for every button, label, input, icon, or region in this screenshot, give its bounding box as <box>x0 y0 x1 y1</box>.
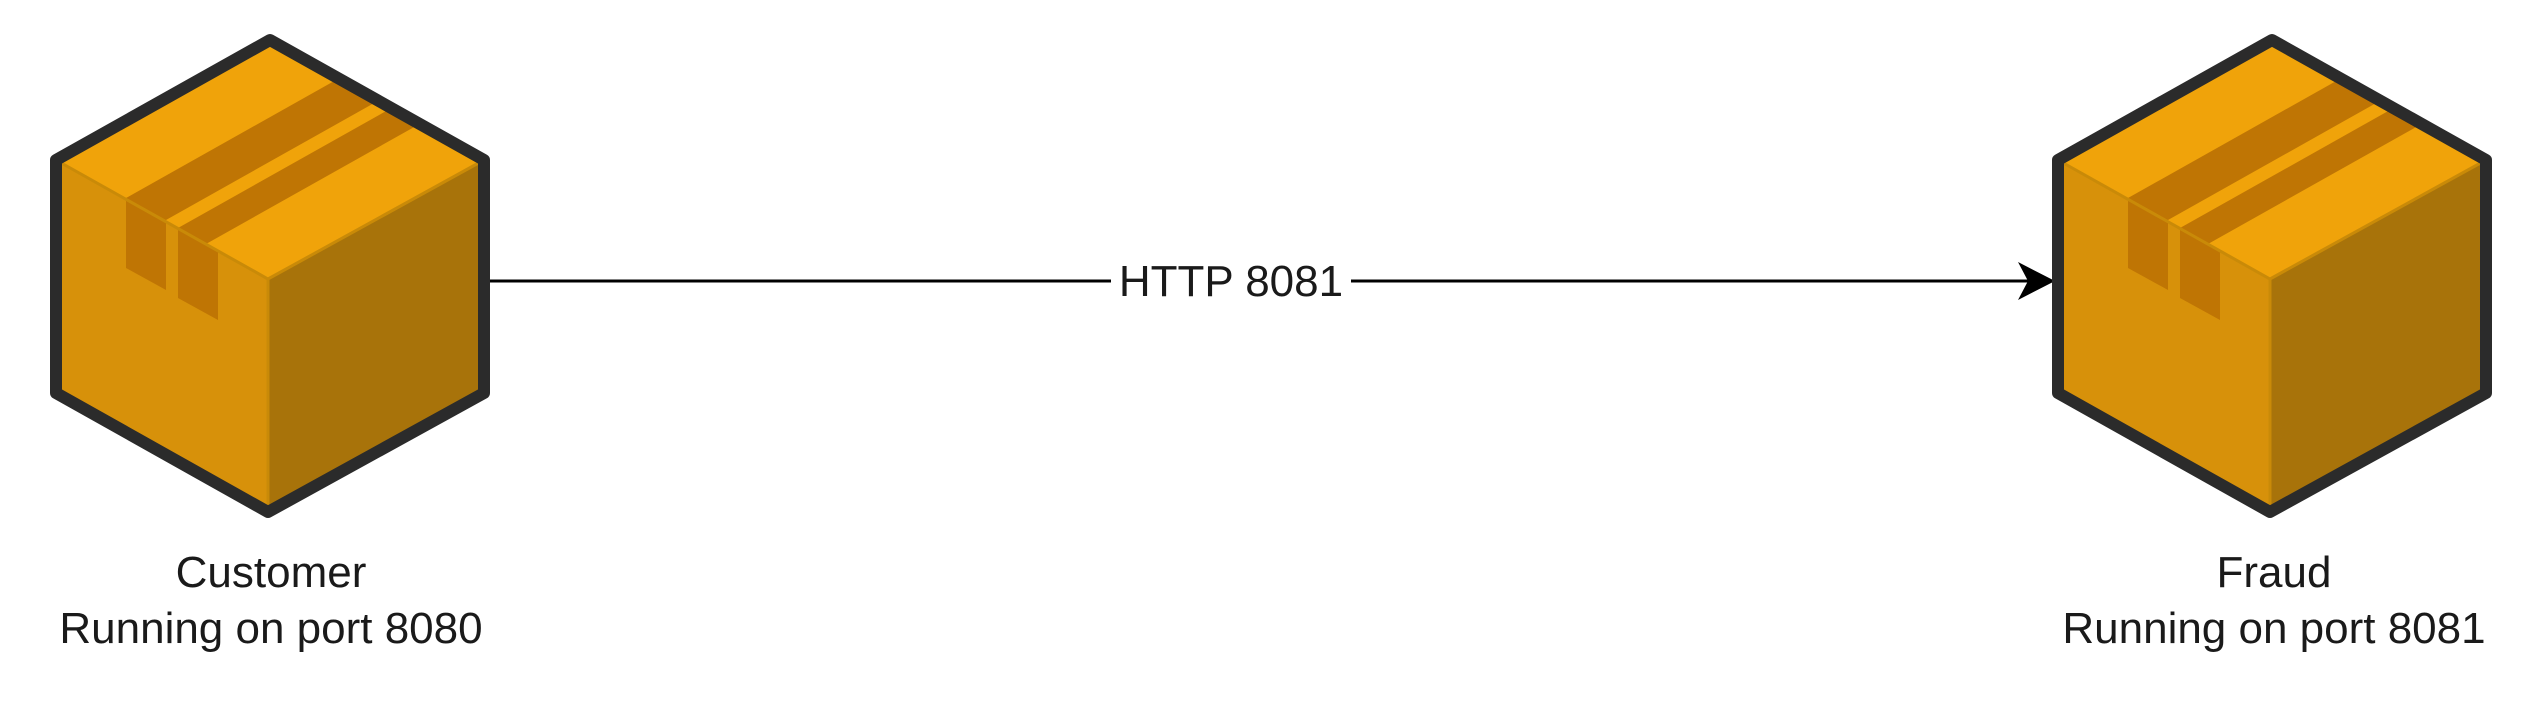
fraud-node-title: Fraud <box>2216 548 2332 597</box>
fraud-node-label: Fraud Running on port 8081 <box>1994 545 2544 657</box>
fraud-node-icon[interactable] <box>2058 40 2486 512</box>
customer-node-subtitle: Running on port 8080 <box>59 604 483 653</box>
fraud-node-subtitle: Running on port 8081 <box>2062 604 2486 653</box>
edge-label: HTTP 8081 <box>1111 254 1351 310</box>
customer-node-title: Customer <box>175 548 367 597</box>
customer-node-label: Customer Running on port 8080 <box>0 545 551 657</box>
customer-node-icon[interactable] <box>56 40 484 512</box>
arrowhead-icon <box>2018 262 2055 300</box>
